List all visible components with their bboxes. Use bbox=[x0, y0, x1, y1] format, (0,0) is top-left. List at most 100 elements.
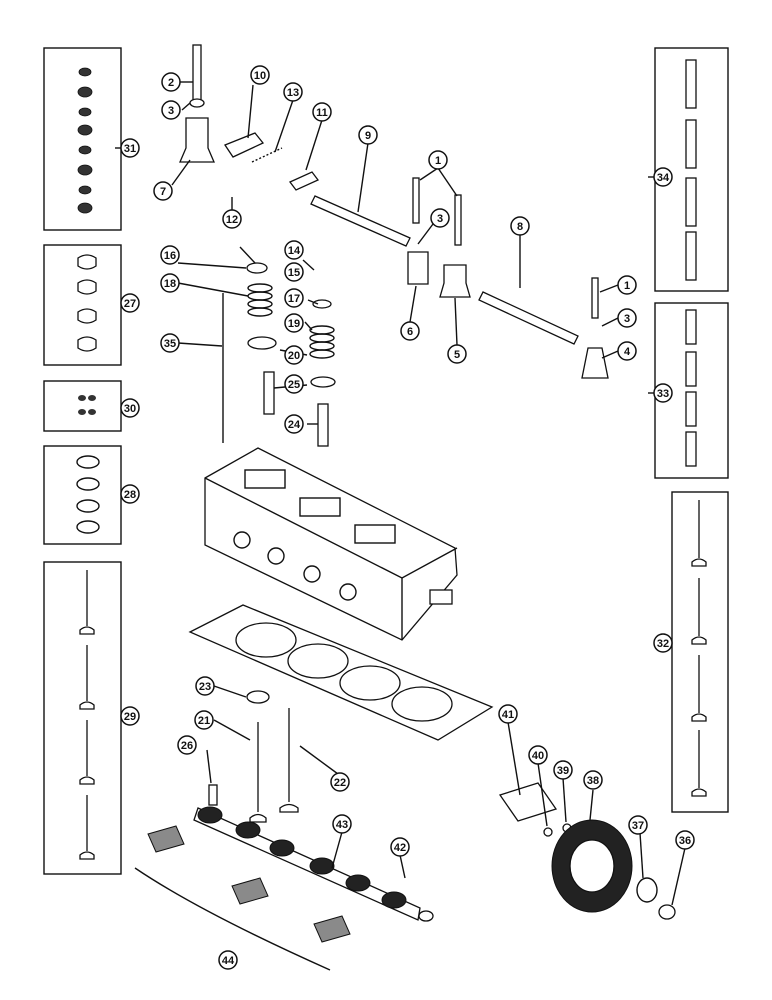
callout-circle bbox=[194, 710, 214, 730]
callout-25: 25 bbox=[284, 374, 304, 394]
kit-box-32 bbox=[671, 491, 729, 813]
callout-number: 27 bbox=[124, 298, 136, 310]
callout-number: 43 bbox=[336, 819, 348, 831]
callout-number: 36 bbox=[679, 835, 691, 847]
callout-number: 8 bbox=[517, 221, 523, 233]
callout-circle bbox=[153, 181, 173, 201]
callout-circle bbox=[284, 414, 304, 434]
callout-30: 30 bbox=[120, 398, 140, 418]
callout-circle bbox=[120, 138, 140, 158]
callout-17: 17 bbox=[284, 288, 304, 308]
callout-3: 3 bbox=[430, 208, 450, 228]
callout-number: 3 bbox=[168, 105, 174, 117]
callout-7: 7 bbox=[153, 181, 173, 201]
callout-number: 29 bbox=[124, 711, 136, 723]
callout-circle bbox=[653, 383, 673, 403]
callout-29: 29 bbox=[120, 706, 140, 726]
callout-4: 4 bbox=[617, 341, 637, 361]
callout-10: 10 bbox=[250, 65, 270, 85]
callout-circle bbox=[222, 209, 242, 229]
callout-circle bbox=[428, 150, 448, 170]
callout-32: 32 bbox=[653, 633, 673, 653]
callout-circle bbox=[120, 293, 140, 313]
callout-number: 21 bbox=[198, 715, 210, 727]
callout-33: 33 bbox=[653, 383, 673, 403]
callout-number: 10 bbox=[254, 70, 266, 82]
callout-number: 16 bbox=[164, 250, 176, 262]
callout-number: 25 bbox=[288, 379, 300, 391]
callout-layer: 1123334567891011121314151617181920212223… bbox=[120, 65, 695, 970]
camshaft bbox=[134, 806, 434, 971]
callout-circle bbox=[617, 275, 637, 295]
callout-circle bbox=[195, 676, 215, 696]
callout-16: 16 bbox=[160, 245, 180, 265]
callout-12: 12 bbox=[222, 209, 242, 229]
callout-circle bbox=[284, 240, 304, 260]
callout-circle bbox=[161, 100, 181, 120]
kit-box-29 bbox=[43, 561, 122, 875]
callout-41: 41 bbox=[498, 704, 518, 724]
callout-number: 15 bbox=[288, 267, 300, 279]
callout-circle bbox=[284, 288, 304, 308]
callout-number: 32 bbox=[657, 638, 669, 650]
kit-box-33 bbox=[654, 302, 729, 479]
callout-circle bbox=[583, 770, 603, 790]
callout-circle bbox=[177, 735, 197, 755]
callout-number: 11 bbox=[316, 107, 328, 119]
callout-43: 43 bbox=[332, 814, 352, 834]
callout-number: 4 bbox=[624, 346, 631, 358]
callout-15: 15 bbox=[284, 262, 304, 282]
callout-6: 6 bbox=[400, 321, 420, 341]
callout-1: 1 bbox=[617, 275, 637, 295]
callout-number: 30 bbox=[124, 403, 136, 415]
callout-circle bbox=[653, 167, 673, 187]
callout-number: 40 bbox=[532, 750, 544, 762]
kit-box-28 bbox=[43, 445, 122, 545]
callout-42: 42 bbox=[390, 837, 410, 857]
valve-spring-parts bbox=[222, 262, 336, 447]
callout-21: 21 bbox=[194, 710, 214, 730]
callout-18: 18 bbox=[160, 273, 180, 293]
callout-circle bbox=[160, 273, 180, 293]
head-gasket bbox=[188, 604, 494, 741]
callout-1: 1 bbox=[428, 150, 448, 170]
callout-34: 34 bbox=[653, 167, 673, 187]
callout-number: 6 bbox=[407, 326, 413, 338]
callout-number: 38 bbox=[587, 775, 599, 787]
callout-number: 42 bbox=[394, 842, 406, 854]
callout-number: 7 bbox=[160, 186, 166, 198]
callout-circle bbox=[120, 484, 140, 504]
callout-number: 1 bbox=[624, 280, 630, 292]
callout-26: 26 bbox=[177, 735, 197, 755]
callout-5: 5 bbox=[447, 344, 467, 364]
callout-20: 20 bbox=[284, 345, 304, 365]
callout-circle bbox=[284, 313, 304, 333]
callout-circle bbox=[675, 830, 695, 850]
callout-number: 23 bbox=[199, 681, 211, 693]
loose-valves bbox=[208, 690, 299, 823]
callout-number: 1 bbox=[435, 155, 441, 167]
callout-28: 28 bbox=[120, 484, 140, 504]
callout-number: 39 bbox=[557, 765, 569, 777]
callout-number: 24 bbox=[288, 419, 301, 431]
callout-37: 37 bbox=[628, 815, 648, 835]
callout-number: 31 bbox=[124, 143, 136, 155]
callout-36: 36 bbox=[675, 830, 695, 850]
callout-2: 2 bbox=[161, 72, 181, 92]
callout-number: 9 bbox=[365, 130, 371, 142]
callout-number: 37 bbox=[632, 820, 644, 832]
callout-number: 12 bbox=[226, 214, 238, 226]
callout-39: 39 bbox=[553, 760, 573, 780]
callout-circle bbox=[284, 262, 304, 282]
callout-9: 9 bbox=[358, 125, 378, 145]
callout-number: 3 bbox=[437, 213, 443, 225]
kit-box-31 bbox=[43, 47, 122, 231]
callout-circle bbox=[528, 745, 548, 765]
callout-number: 14 bbox=[288, 245, 301, 257]
callout-circle bbox=[332, 814, 352, 834]
callout-3: 3 bbox=[617, 308, 637, 328]
callout-14: 14 bbox=[284, 240, 304, 260]
callout-35: 35 bbox=[160, 333, 180, 353]
callout-circle bbox=[617, 308, 637, 328]
callout-circle bbox=[447, 344, 467, 364]
